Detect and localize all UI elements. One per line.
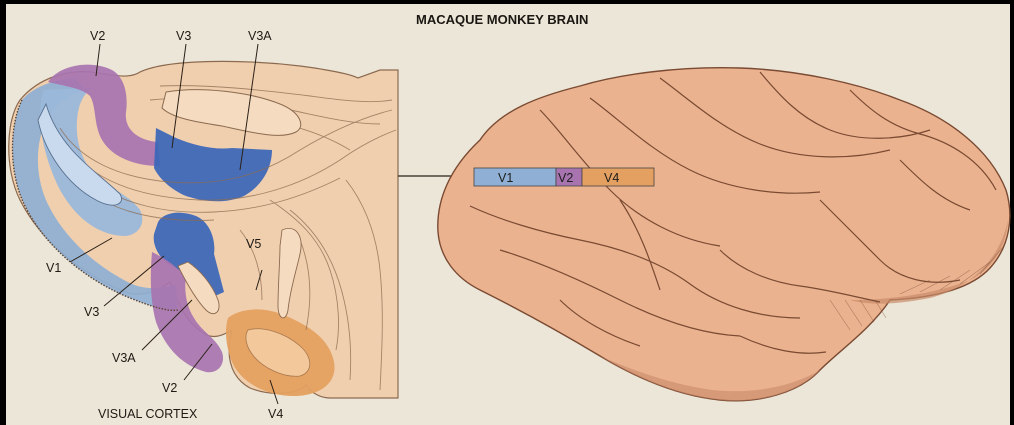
label-v3a-top: V3A <box>248 29 272 43</box>
page-title: MACAQUE MONKEY BRAIN <box>416 12 588 27</box>
visual-cortex-caption: VISUAL CORTEX <box>98 407 198 421</box>
label-v2: V2 <box>162 381 177 395</box>
strip-label-v2: V2 <box>558 171 573 185</box>
label-v1: V1 <box>46 261 61 275</box>
label-v3a: V3A <box>112 351 136 365</box>
strip-v1 <box>474 168 556 186</box>
strip-label-v4: V4 <box>604 171 619 185</box>
brain-area-strip: V1 V2 V4 <box>474 168 654 186</box>
label-v4: V4 <box>268 407 283 421</box>
label-v2-top: V2 <box>90 29 105 43</box>
strip-label-v1: V1 <box>498 171 513 185</box>
label-v3: V3 <box>84 305 99 319</box>
label-v3-top: V3 <box>176 29 191 43</box>
label-v5: V5 <box>246 237 261 251</box>
